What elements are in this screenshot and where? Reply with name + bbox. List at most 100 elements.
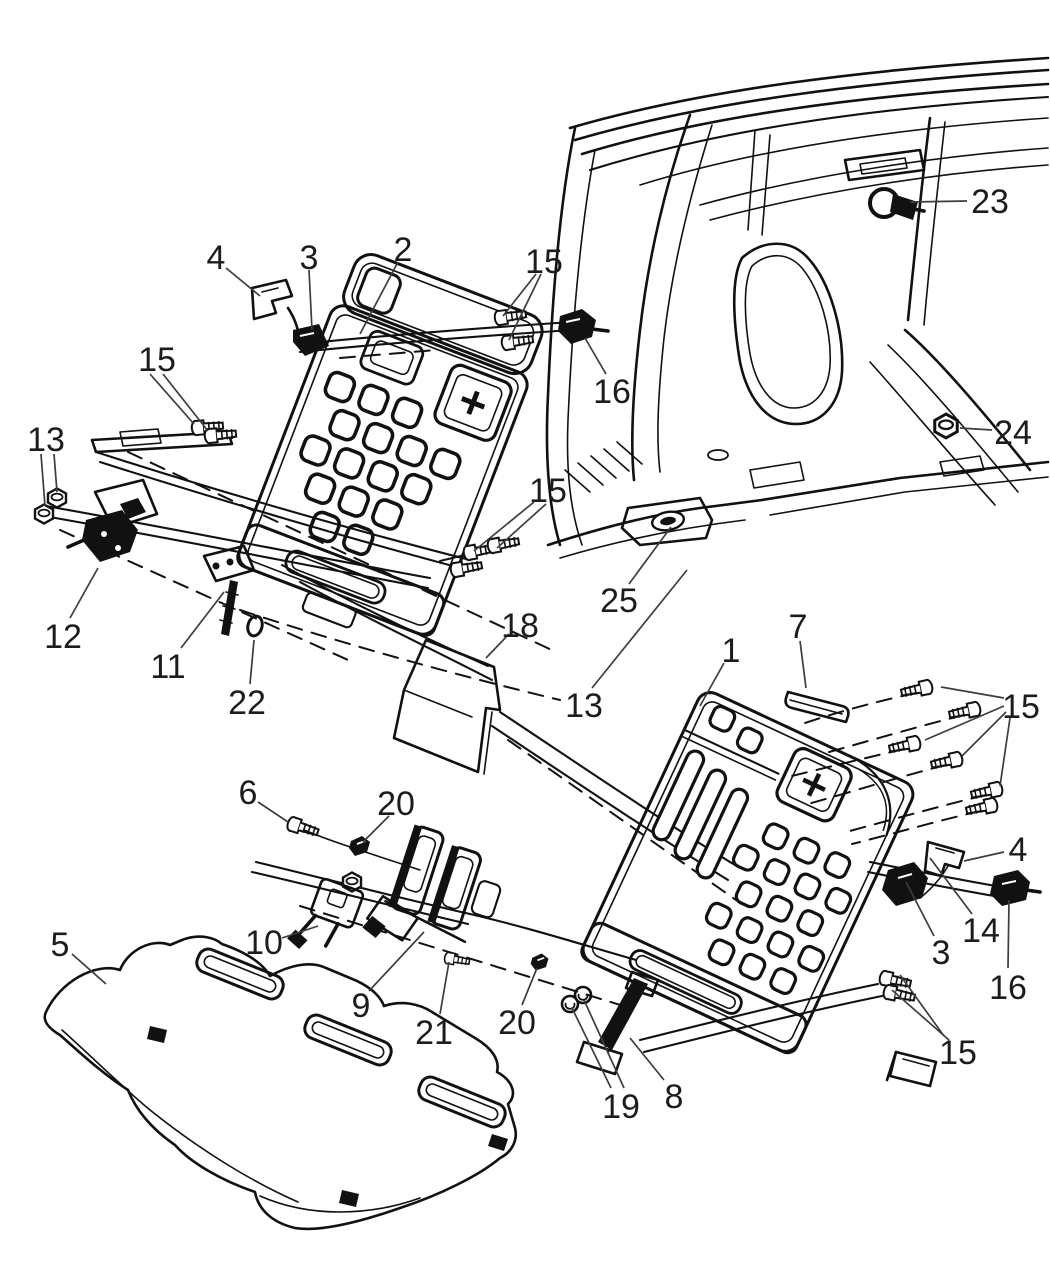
top-bracket xyxy=(784,690,850,724)
seat-latch-outer-left xyxy=(66,478,159,562)
leader-line xyxy=(71,953,107,985)
callout-label-6: 6 xyxy=(239,774,258,812)
callout-label-4: 4 xyxy=(207,239,226,277)
center-hinge-assembly xyxy=(362,824,502,944)
callout-label-5: 5 xyxy=(51,926,70,964)
leader-line xyxy=(225,267,261,297)
callout-label-10: 10 xyxy=(245,924,283,962)
leader-line xyxy=(929,857,973,915)
leader-line xyxy=(521,967,538,1006)
leader-line xyxy=(162,373,209,432)
leader-line xyxy=(308,269,313,331)
leader-line xyxy=(571,1007,612,1089)
leader-line xyxy=(584,337,607,375)
hinge-bracket-right xyxy=(575,970,660,1076)
leader-line xyxy=(891,989,950,1041)
seat-latch-right xyxy=(882,862,928,906)
seat-left-hardware xyxy=(33,278,610,701)
leader-line xyxy=(999,717,1011,787)
leader-line xyxy=(961,711,1007,757)
callout-label-21: 21 xyxy=(415,1014,453,1052)
callout-label-16: 16 xyxy=(593,373,631,411)
leader-line xyxy=(180,591,225,649)
leader-line xyxy=(53,453,58,493)
screw-bolt xyxy=(964,796,1000,819)
grommet xyxy=(246,614,264,638)
leader-line xyxy=(799,640,807,689)
callout-label-9: 9 xyxy=(352,987,371,1025)
callout-label-2: 2 xyxy=(394,231,413,269)
leader-line xyxy=(1007,899,1010,969)
leader-line xyxy=(924,705,1005,741)
anchor-plaque xyxy=(775,747,853,823)
screw-bolt xyxy=(284,814,321,841)
callout-label-15: 15 xyxy=(525,243,563,281)
leader-line xyxy=(281,925,319,939)
plus-emblem-icon xyxy=(460,390,486,415)
callout-label-25: 25 xyxy=(600,582,638,620)
callout-label-11: 11 xyxy=(150,648,185,686)
leader-line xyxy=(40,453,46,507)
callout-label-4: 4 xyxy=(1009,831,1028,869)
retainer-clip xyxy=(529,952,550,972)
tether-bracket-right xyxy=(923,840,966,878)
latch-striker-left xyxy=(558,309,610,344)
callout-label-3: 3 xyxy=(300,239,319,277)
leader-line xyxy=(940,686,1005,699)
callout-label-3: 3 xyxy=(932,934,951,972)
callout-label-18: 18 xyxy=(501,607,539,645)
callout-label-8: 8 xyxy=(665,1078,684,1116)
callout-label-22: 22 xyxy=(228,684,266,722)
leader-line xyxy=(905,881,935,937)
callout-label-16: 16 xyxy=(989,969,1027,1007)
plus-emblem-icon xyxy=(802,772,826,797)
screw-bolt xyxy=(492,306,528,327)
callout-label-19: 19 xyxy=(602,1088,640,1126)
leader-line xyxy=(485,633,510,659)
callout-label-15: 15 xyxy=(939,1034,977,1072)
leader-line xyxy=(583,999,625,1089)
callout-label-1: 1 xyxy=(722,632,741,670)
leader-line xyxy=(629,1037,665,1081)
tether-bracket-left xyxy=(250,278,294,321)
callout-label-20: 20 xyxy=(377,785,415,823)
leader-line xyxy=(963,851,1005,862)
callout-label-23: 23 xyxy=(971,183,1009,221)
leader-line xyxy=(149,373,195,425)
leader-line xyxy=(359,261,399,335)
body-mount-nut xyxy=(933,412,959,440)
leader-line xyxy=(502,273,537,317)
center-floor-hardware xyxy=(250,814,638,1009)
callout-label-15: 15 xyxy=(529,472,567,510)
seat-back-left-panel xyxy=(236,253,544,637)
leader-line xyxy=(959,427,993,431)
callout-label-13: 13 xyxy=(565,687,603,725)
hex-nut xyxy=(33,503,55,525)
seat-latch-left xyxy=(293,324,329,356)
callout-label-13: 13 xyxy=(27,421,65,459)
leader-line xyxy=(257,801,289,823)
callout-label-12: 12 xyxy=(44,618,82,656)
seat-cushion-frame xyxy=(43,935,518,1231)
perforation-holes xyxy=(704,822,853,996)
leader-line xyxy=(899,974,945,1037)
leader-line xyxy=(591,569,688,689)
latch-striker-right xyxy=(990,870,1042,906)
hinge-bracket-left xyxy=(202,544,256,636)
leader-line xyxy=(439,961,450,1015)
leader-line xyxy=(69,567,99,619)
strap-bracket xyxy=(885,1050,938,1088)
leader-line xyxy=(368,931,425,992)
screw-bolt xyxy=(899,678,935,701)
seat-latch-striker-upper xyxy=(868,187,926,220)
seat-right-hardware xyxy=(560,678,1042,1088)
perforation-holes xyxy=(299,370,462,557)
screw-bolt xyxy=(881,983,917,1006)
seat-back-right-panel xyxy=(580,691,915,1055)
callout-label-20: 20 xyxy=(498,1004,536,1042)
leader-line xyxy=(628,526,672,585)
screw-bolt xyxy=(448,557,484,579)
